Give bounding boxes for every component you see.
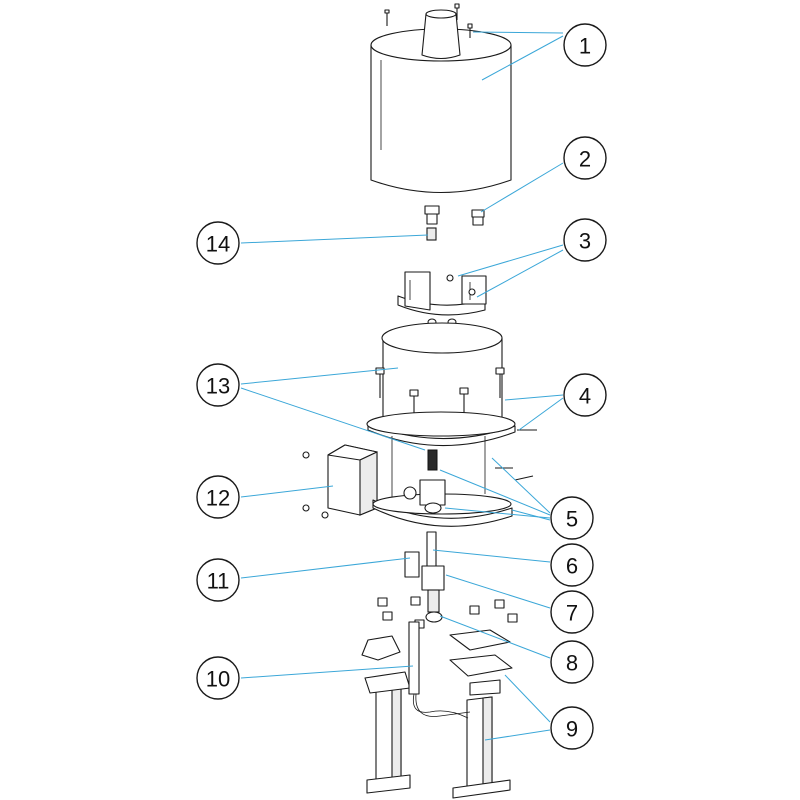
- callout-6: 6: [550, 543, 594, 587]
- part-central-cylinder: [366, 322, 537, 500]
- part-fittings: [424, 205, 485, 241]
- leader-line-5-2: [439, 469, 551, 516]
- callout-4: 4: [563, 373, 607, 417]
- callout-circle-10: [196, 656, 240, 700]
- callout-circle-11: [196, 558, 240, 602]
- leader-line-1-2: [481, 35, 564, 81]
- callout-8: 8: [550, 640, 594, 684]
- leader-lines: [240, 31, 564, 741]
- callout-number-9: 9: [566, 717, 578, 742]
- callout-number-5: 5: [566, 507, 578, 532]
- callout-circle-4: [563, 373, 607, 417]
- part-nuts: [377, 596, 518, 629]
- leader-line-2-1: [480, 162, 564, 213]
- callout-circle-5: [550, 496, 594, 540]
- leader-line-13-1: [240, 367, 399, 385]
- leader-line-6-1: [432, 549, 551, 563]
- part-bracket: [397, 271, 487, 326]
- callout-number-7: 7: [566, 601, 578, 626]
- callout-3: 3: [563, 218, 607, 262]
- callout-circle-8: [550, 640, 594, 684]
- leader-line-5-1: [491, 457, 551, 514]
- callout-circle-6: [550, 543, 594, 587]
- leader-line-9-2: [484, 729, 551, 741]
- callout-circle-13: [196, 363, 240, 407]
- part-valve-stack: [404, 531, 445, 623]
- callout-circle-9: [550, 706, 594, 750]
- leader-line-12-1: [240, 485, 334, 498]
- callout-9: 9: [550, 706, 594, 750]
- callout-number-10: 10: [206, 667, 230, 692]
- callout-number-6: 6: [566, 554, 578, 579]
- leader-line-5-4: [511, 509, 551, 521]
- leader-line-9-1: [504, 674, 551, 723]
- leader-line-3-2: [476, 249, 564, 298]
- callout-circle-1: [563, 23, 607, 67]
- part-probe: [408, 621, 471, 719]
- callout-12: 12: [196, 475, 240, 519]
- leader-line-5-3: [444, 507, 551, 519]
- callout-circle-3: [563, 218, 607, 262]
- leader-line-10-1: [240, 665, 414, 679]
- leader-line-13-2: [240, 387, 426, 451]
- callout-7: 7: [550, 590, 594, 634]
- leader-line-14-1: [240, 234, 429, 244]
- part-base-plate: [372, 449, 513, 527]
- callout-number-11: 11: [207, 569, 230, 594]
- callout-5: 5: [550, 496, 594, 540]
- leader-line-4-1: [504, 394, 564, 401]
- leader-line-11-1: [240, 557, 411, 579]
- callout-13: 13: [196, 363, 240, 407]
- callout-1: 1: [563, 23, 607, 67]
- leader-line-7-1: [445, 574, 551, 609]
- callout-circle-14: [196, 221, 240, 265]
- leader-line-4-2: [518, 397, 564, 431]
- callout-number-8: 8: [566, 651, 578, 676]
- callout-circle-2: [563, 136, 607, 180]
- callout-number-4: 4: [579, 384, 591, 409]
- callout-number-1: 1: [579, 34, 591, 59]
- part-base-legs: [361, 629, 513, 799]
- callout-number-13: 13: [206, 374, 230, 399]
- callout-number-14: 14: [206, 232, 230, 257]
- callout-number-12: 12: [206, 486, 230, 511]
- leader-line-8-1: [439, 615, 551, 659]
- callout-circle-7: [550, 590, 594, 634]
- leader-line-1-1: [472, 31, 564, 34]
- part-control-box: [302, 444, 378, 519]
- callout-10: 10: [196, 656, 240, 700]
- callout-number-2: 2: [579, 147, 591, 172]
- callout-2: 2: [563, 136, 607, 180]
- callout-14: 14: [196, 221, 240, 265]
- leader-line-3-1: [457, 244, 564, 277]
- part-top-housing: [370, 3, 512, 193]
- callout-11: 11: [196, 558, 240, 602]
- callout-circle-12: [196, 475, 240, 519]
- callout-number-3: 3: [579, 229, 591, 254]
